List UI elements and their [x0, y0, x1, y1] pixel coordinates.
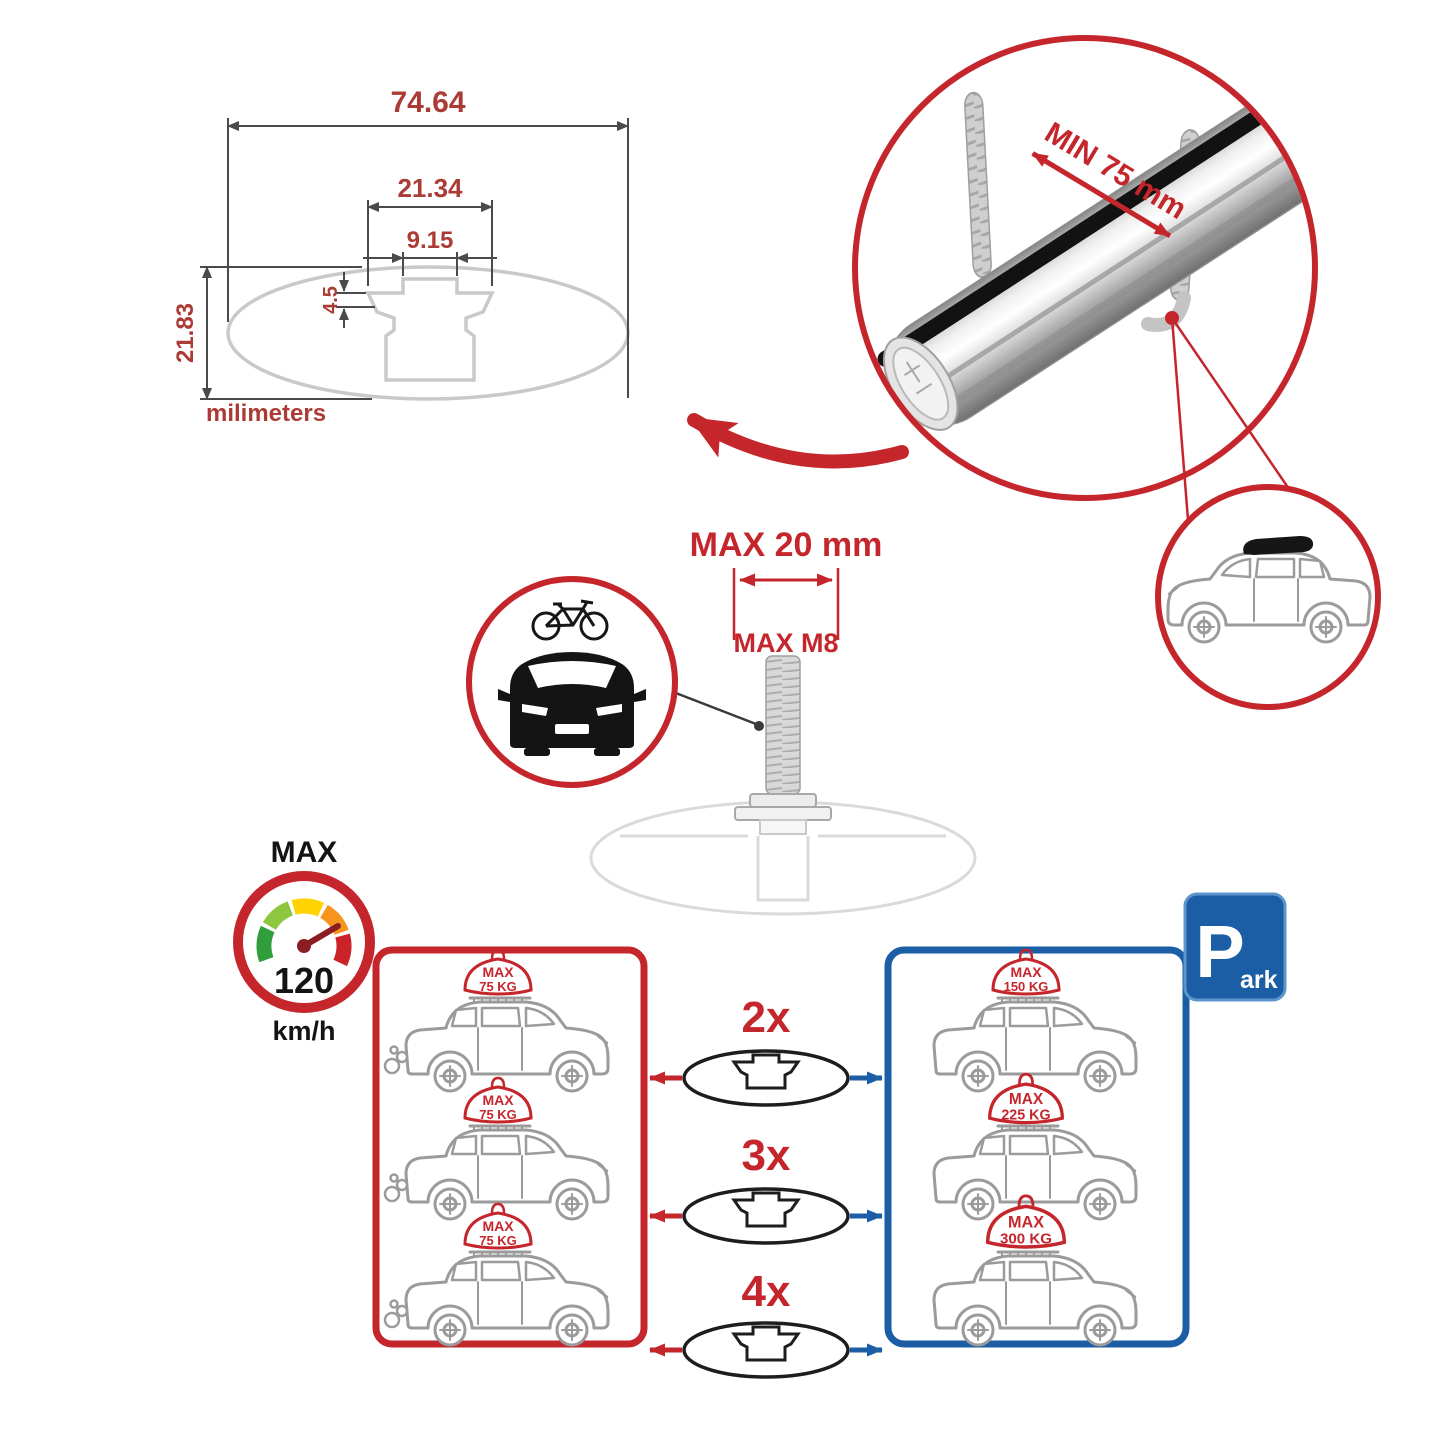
- dim-opening-width: 9.15: [407, 227, 454, 254]
- badge-max-label: MAX: [482, 964, 514, 980]
- left-load-badge-1: MAX 75 KG: [463, 948, 533, 996]
- crossbar-icon: [682, 1321, 850, 1379]
- callout-lines: [1170, 317, 1302, 546]
- bar-detail-circle: MIN 75 mm: [852, 35, 1318, 546]
- multiplier-row-3: 4x: [649, 1267, 883, 1379]
- dimension-lines: [200, 118, 629, 400]
- right-load-badge-3: MAX 300 KG: [985, 1194, 1067, 1249]
- multiplier-row-1: 2x: [649, 993, 883, 1107]
- badge-weight: 300 KG: [1000, 1230, 1052, 1247]
- roof-box: [1243, 536, 1314, 555]
- crossbar-icon: [682, 1049, 850, 1107]
- speed-max-label: MAX: [271, 836, 338, 869]
- profile-channel: [365, 277, 495, 382]
- multiplier-label: 2x: [742, 993, 791, 1042]
- faint-profile-channel: [620, 834, 946, 902]
- dim-slot-width: 21.34: [397, 173, 463, 203]
- leader-line: [667, 688, 757, 726]
- bike-car-circle: [466, 576, 678, 788]
- bolt-dimension-lines: [732, 568, 840, 640]
- red-load-panel: MAX 75 KG MAX 75 KG MAX 75 KG: [372, 946, 648, 1348]
- suv-roofbox-circle: [1155, 484, 1381, 710]
- bolt-detail: MAX 20 mm MAX M8: [466, 526, 977, 916]
- badge-weight: 225 KG: [1001, 1107, 1050, 1123]
- park-suffix: ark: [1240, 966, 1278, 994]
- multiplier-label: 3x: [742, 1131, 791, 1180]
- crossbar-icon: [682, 1187, 850, 1245]
- park-sign: P ark: [1183, 892, 1287, 1002]
- badge-max-label: MAX: [1008, 1213, 1044, 1231]
- max-width-label: MAX 20 mm: [690, 526, 883, 564]
- badge-max-label: MAX: [1010, 964, 1042, 980]
- bolt-t-plate: [734, 806, 832, 821]
- blue-load-panel: MAX 150 KG MAX 225 KG MAX 300 KG: [884, 946, 1190, 1348]
- dim-total-width: 74.64: [390, 86, 465, 119]
- bolt-collar: [749, 793, 817, 808]
- badge-max-label: MAX: [1009, 1091, 1044, 1108]
- cross-section-drawing: 74.64 21.34 9.15 4.5 21.83 milimeters: [172, 86, 630, 427]
- gauge-arcs: [256, 898, 352, 967]
- multiplier-label: 4x: [742, 1267, 791, 1316]
- suv-circle-ring: [1155, 484, 1381, 710]
- right-load-badge-2: MAX 225 KG: [988, 1072, 1064, 1125]
- multiplier-row-2: 3x: [649, 1131, 883, 1245]
- park-letter: P: [1195, 910, 1244, 993]
- bicycle-icon: [531, 599, 609, 641]
- units-label: milimeters: [206, 400, 326, 427]
- bolt-shaft: [765, 655, 801, 795]
- car-front-icon: [498, 652, 646, 756]
- max-thread-label: MAX M8: [733, 628, 838, 658]
- badge-max-label: MAX: [482, 1218, 514, 1234]
- zoom-arrow: [687, 413, 909, 469]
- dim-lip-height: 4.5: [320, 286, 342, 314]
- park-sign-board: [1183, 892, 1287, 1002]
- right-load-badge-1: MAX 150 KG: [991, 948, 1061, 996]
- speedometer: MAX 120 km/h: [233, 836, 375, 1046]
- badge-weight: 75 KG: [479, 979, 517, 994]
- gauge-hub: [297, 939, 311, 953]
- speed-value: 120: [274, 960, 334, 1001]
- badge-weight: 75 KG: [479, 1107, 517, 1122]
- badge-weight: 150 KG: [1004, 979, 1049, 994]
- badge-max-label: MAX: [482, 1092, 514, 1108]
- left-load-badge-3: MAX 75 KG: [463, 1202, 533, 1250]
- leader-dot: [754, 721, 764, 731]
- dim-total-height: 21.83: [172, 303, 199, 363]
- bolt-stem: [759, 819, 807, 835]
- detail-circle-ring: [852, 35, 1318, 501]
- badge-weight: 75 KG: [479, 1233, 517, 1248]
- left-load-badge-2: MAX 75 KG: [463, 1076, 533, 1124]
- speed-unit: km/h: [272, 1016, 335, 1046]
